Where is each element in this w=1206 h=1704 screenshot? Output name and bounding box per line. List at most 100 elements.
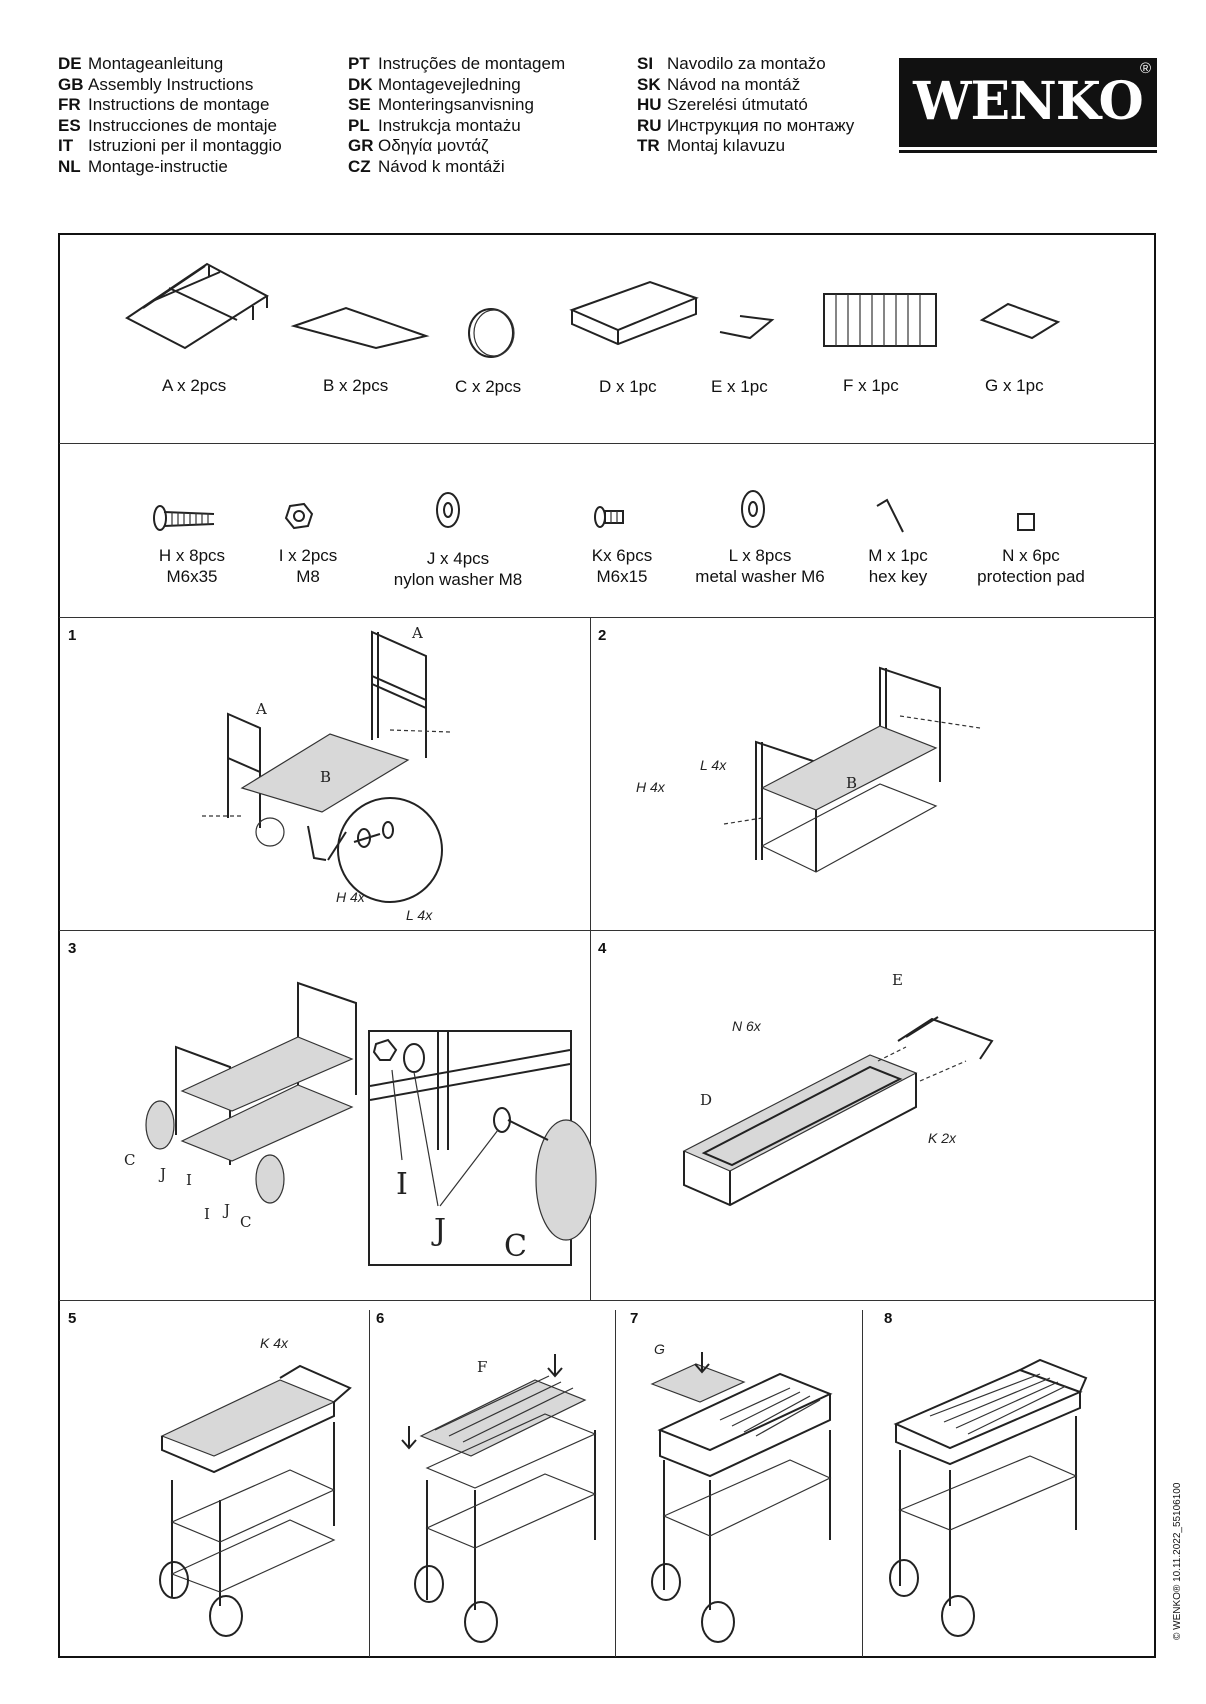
step-3-detail-label-j: J <box>431 1213 446 1248</box>
step-3-number: 3 <box>68 940 77 957</box>
step-2-number: 2 <box>598 627 607 644</box>
step-1-label-b: B <box>320 768 331 786</box>
step-8-number: 8 <box>884 1310 893 1327</box>
bolt-h-icon <box>153 505 215 531</box>
washer-l-icon <box>741 490 765 528</box>
step-1-number: 1 <box>68 627 77 644</box>
step-6-number: 6 <box>376 1310 385 1327</box>
step-4-label-e: E <box>892 971 903 989</box>
divider-hardware <box>59 617 1155 618</box>
part-a-label: A x 2pcs <box>162 376 227 395</box>
step-3-label-i: I <box>186 1171 192 1189</box>
divider-col-c <box>615 1310 616 1657</box>
hex-key-icon <box>876 498 904 533</box>
protection-pad-icon <box>1017 513 1035 531</box>
part-g-panel-drawing <box>979 302 1061 340</box>
step-4-label-n: N 6x <box>732 1018 762 1034</box>
step-6-label-f: F <box>477 1358 487 1376</box>
part-a-frame-drawing <box>125 262 269 350</box>
step-3-label-j: J <box>158 1165 166 1183</box>
step-4-label-d: D <box>700 1091 712 1109</box>
step-5-drawing: K 4x <box>159 1335 352 1637</box>
step-5-label-k: K 4x <box>260 1335 289 1351</box>
part-d-label: D x 1pc <box>599 377 657 396</box>
part-e-handle-drawing <box>719 315 775 340</box>
part-d-tray-drawing <box>569 280 699 346</box>
step-3-detail-drawing: I J C <box>368 1030 597 1266</box>
step-4-label-k: K 2x <box>928 1130 957 1146</box>
step-3-label-j2: J <box>222 1201 230 1219</box>
step-7-label-g: G <box>654 1341 665 1357</box>
part-c-wheel-drawing <box>468 308 515 358</box>
step-4-number: 4 <box>598 940 607 957</box>
part-e-label: E x 1pc <box>711 377 768 396</box>
part-g-label: G x 1pc <box>985 376 1044 395</box>
step-3-detail-label-i: I <box>396 1167 408 1202</box>
nut-i-icon <box>284 502 314 530</box>
logo-underline <box>899 150 1157 153</box>
divider-steps-1-2 <box>59 930 1155 931</box>
step-4-drawing: E N 6x D K 2x <box>682 971 994 1207</box>
divider-parts <box>59 443 1155 444</box>
step-2-drawing: B L 4x H 4x <box>636 666 981 873</box>
step-3-drawing: C J I I J C <box>124 981 357 1231</box>
step-7-drawing: G <box>650 1341 833 1643</box>
step-1-label-a1: A <box>255 700 267 718</box>
divider-steps-3-4 <box>59 1300 1155 1301</box>
step-2-label-l: L 4x <box>700 757 727 773</box>
divider-col-d <box>862 1310 863 1657</box>
copyright-note: © WENKO® 10.11.2022_55106100 <box>1172 1482 1183 1640</box>
step-1-label-l: L 4x <box>406 907 433 923</box>
divider-col-b <box>369 1310 370 1657</box>
instruction-frame <box>58 233 1156 1658</box>
part-b-label: B x 2pcs <box>323 376 389 395</box>
part-f-label: F x 1pc <box>843 376 899 395</box>
registered-mark: ® <box>1139 60 1151 77</box>
bolt-k-icon <box>594 506 624 528</box>
divider-col-a <box>590 618 591 1300</box>
step-1-label-a2: A <box>411 624 423 642</box>
step-3-label-c: C <box>124 1151 135 1169</box>
washer-j-icon <box>436 492 460 528</box>
step-3-label-i2: I <box>204 1205 210 1223</box>
brand-logo: WENKO ® <box>899 58 1157 147</box>
step-5-number: 5 <box>68 1310 77 1327</box>
step-2-label-b: B <box>846 774 857 792</box>
step-8-drawing <box>889 1358 1088 1637</box>
step-6-drawing: F <box>401 1354 597 1643</box>
part-c-label: C x 2pcs <box>455 377 522 396</box>
step-1-drawing: A A B H 4x L 4x <box>202 624 451 923</box>
step-3-detail-label-c: C <box>504 1229 527 1264</box>
step-3-label-c2: C <box>240 1213 251 1231</box>
step-2-label-h: H 4x <box>636 779 666 795</box>
part-b-shelf-drawing <box>290 306 430 350</box>
logo-text: WENKO <box>913 71 1144 132</box>
step-1-label-h: H 4x <box>336 889 366 905</box>
